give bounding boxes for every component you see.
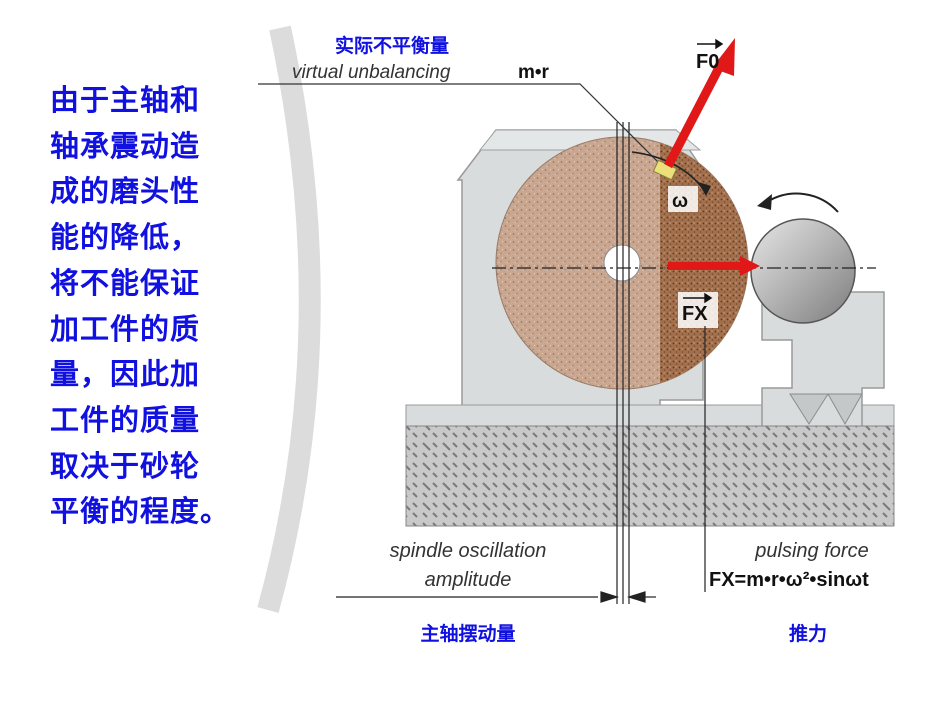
omega-label: ω [672, 191, 688, 212]
decorative-arc [257, 25, 321, 613]
f0-label: F0 [696, 51, 719, 73]
text-line: 取决于砂轮 [50, 448, 201, 483]
workpiece [750, 218, 856, 324]
spindle-label-line1: spindle oscillation [390, 540, 547, 562]
spindle-label-line2: amplitude [425, 569, 512, 591]
cn-thrust-label: 推力 [789, 622, 827, 645]
f0-arrow [664, 59, 726, 169]
fx-label: FX [682, 303, 708, 325]
omega-arrow [631, 151, 705, 191]
mr-label: m•r [518, 62, 550, 83]
spindle-centerlines [616, 122, 630, 604]
pulsing-force-label: pulsing force [754, 540, 868, 562]
formula-label: FX=m•r•ω²•sinωt [709, 569, 869, 591]
en-unbalance-label: virtual unbalancing [292, 62, 451, 83]
description-text: 由于主轴和 轴承震动造 成的磨头性 能的降低， 将不能保证 加工件的质 量，因此… [50, 78, 235, 535]
text-line: 成的磨头性 [50, 174, 201, 209]
text-line: 平衡的程度。 [50, 494, 231, 529]
amplitude-dimension [336, 591, 656, 603]
cn-spindle-label: 主轴摆动量 [420, 622, 515, 645]
text-line: 量，因此加 [50, 357, 201, 392]
text-line: 由于主轴和 [50, 83, 201, 117]
foundation [405, 425, 895, 527]
text-line: 工件的质量 [50, 402, 201, 437]
text-line: 加工件的质 [50, 311, 201, 346]
rotation-arrow [766, 192, 839, 213]
cn-unbalance-label: 实际不平衡量 [335, 34, 449, 57]
unbalance-leader [258, 83, 663, 167]
text-line: 将不能保证 [50, 265, 201, 300]
text-line: 轴承震动造 [50, 128, 201, 163]
text-line: 能的降低， [50, 220, 201, 255]
wheel-bore [603, 244, 641, 282]
